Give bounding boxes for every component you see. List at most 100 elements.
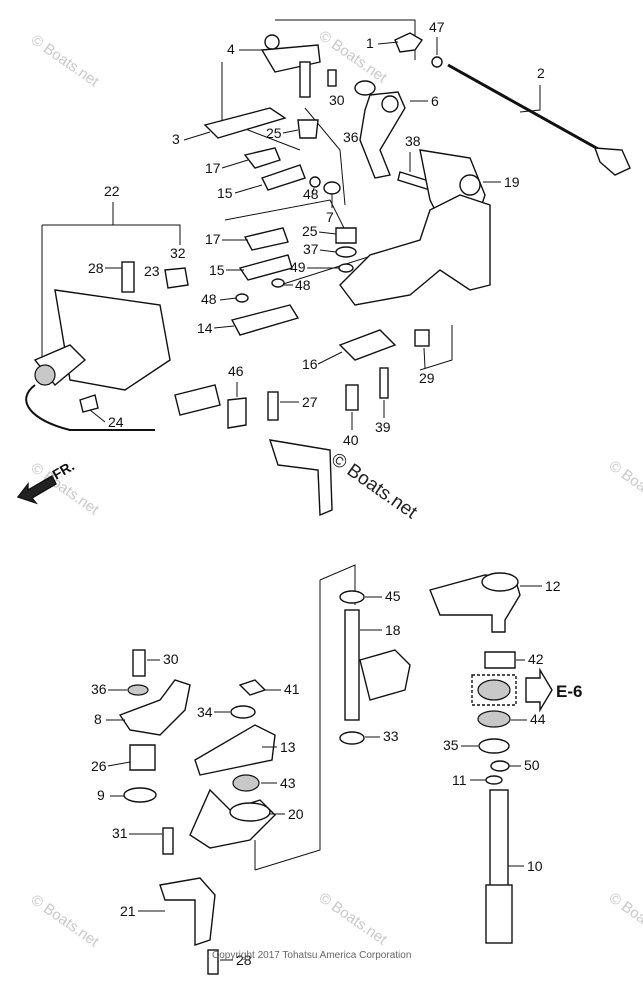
callout-47: 47 [429,19,445,35]
callout-13: 13 [280,739,296,755]
callout-35: 35 [443,737,459,753]
part-6-arm [359,91,406,179]
part-7-washer [323,181,341,195]
callout-16: 16 [302,356,318,372]
part-42-bushing [484,651,516,669]
part-3-link [203,107,287,139]
part-31-bolt [162,827,174,855]
callout-11: 11 [452,772,467,788]
callout-29: 29 [419,370,435,386]
callout-28b: 28 [236,952,252,968]
callout-34: 34 [197,704,213,720]
part-30-bolt [132,649,146,677]
watermark-bottom-left: © Boats.net [28,891,103,950]
callout-48b: 48 [201,291,217,307]
callout-15b: 15 [209,262,225,278]
part-30-washer [354,80,376,96]
callout-22: 22 [104,183,120,199]
part-40-pin [345,384,359,411]
part-25-collar-lower [335,227,357,244]
part-26-collar [129,744,156,771]
part-17-clip [243,147,281,169]
part-1-clip [394,32,424,53]
watermark-mid-right: © Boats.net [606,457,643,516]
plate-bracket [268,439,333,517]
callout-25a: 25 [266,125,282,141]
callout-labels: 1 2 3 4 6 7 8 9 10 11 12 13 14 15 15 16 … [88,19,561,968]
callout-38: 38 [405,133,421,149]
part-18-gear-segment [359,649,411,701]
part-14-plate [230,304,300,336]
reference-label: E-6 [556,682,582,701]
part-45-washer [339,590,365,604]
callout-23: 23 [144,263,160,279]
callout-8: 8 [94,711,102,727]
callout-33: 33 [383,728,399,744]
callout-21: 21 [120,903,136,919]
front-arrow-icon [16,475,57,505]
part-23-bracket [54,289,171,391]
callout-37: 37 [303,241,319,257]
harness-wire [25,384,155,431]
callout-19: 19 [504,174,520,190]
part-2-rod-end [593,147,631,176]
callout-40: 40 [343,432,359,448]
callout-48c: 48 [295,277,311,293]
part-46-holder [227,397,247,429]
callout-18: 18 [385,622,401,638]
lower-right-parts: E-6 [429,572,582,944]
callout-7: 7 [326,209,334,225]
part-48-circlip [309,176,321,188]
part-13-lever [194,724,276,776]
watermark-bottom-right: © Boats.net [606,889,643,948]
callout-41: 41 [284,681,300,697]
callout-12: 12 [545,578,561,594]
callout-50: 50 [524,757,540,773]
callout-10: 10 [527,858,543,874]
part-44-seal [477,710,511,728]
part-25-collar [297,119,319,139]
callout-28a: 28 [88,260,104,276]
part-39-pin [379,367,389,399]
part-29-bolt [414,329,430,347]
part-15-link-lower [238,254,293,281]
callout-44: 44 [530,711,546,727]
lower-center-parts [339,590,411,745]
callout-49: 49 [290,259,306,275]
watermark-bottom-center: © Boats.net [316,889,391,948]
callout-6: 6 [431,93,439,109]
assembly-22-sensor [25,261,247,431]
callout-42: 42 [528,651,544,667]
callout-43: 43 [280,775,296,791]
callout-30a: 30 [329,92,345,108]
callout-26: 26 [91,758,107,774]
callout-17b: 17 [205,231,221,247]
callout-48a: 48 [303,186,319,202]
part-21-bracket [159,877,216,946]
callout-9: 9 [97,787,105,803]
callout-14: 14 [197,320,213,336]
part-47-nut [431,56,443,68]
connector [174,384,221,416]
main-shift-bracket [339,194,491,306]
part-34-washer [230,705,256,719]
part-17-clip-lower [243,227,289,251]
callout-17a: 17 [205,160,221,176]
reference-arrow-icon [525,667,553,713]
callout-32: 32 [170,245,186,261]
part-41-clip [238,679,267,696]
part-28-bolt [121,261,135,293]
callout-20: 20 [288,806,304,822]
callout-36b: 36 [91,681,107,697]
part-27-bolt [267,391,279,421]
part-4-lever [260,44,321,73]
part-15-link [261,164,306,191]
part-11-clip [485,775,503,785]
part-33-washer [339,731,365,745]
part-28-bolt-lower [207,949,219,975]
callout-36a: 36 [343,129,359,145]
part-8-arm [118,679,191,736]
bearing [477,679,511,701]
part-2-rod [447,63,601,152]
